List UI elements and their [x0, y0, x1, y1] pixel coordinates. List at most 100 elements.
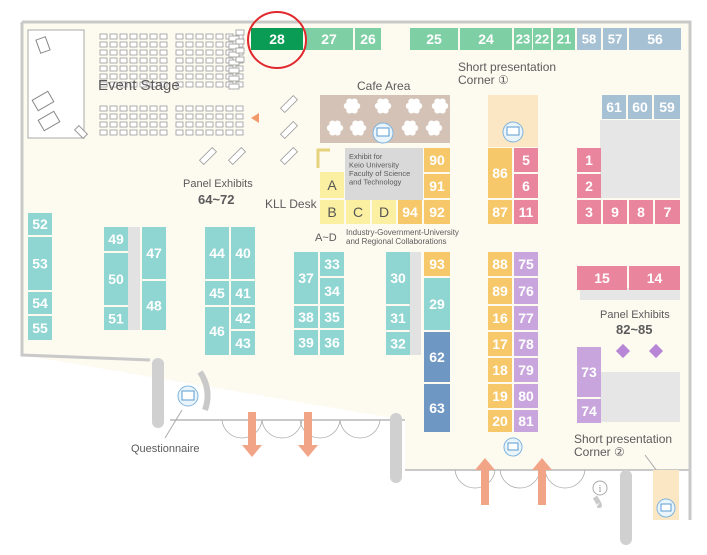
stage-seat [175, 129, 184, 136]
booth-20[interactable] [488, 410, 512, 432]
booth-11[interactable] [514, 200, 538, 224]
panel-exhibit[interactable] [279, 146, 299, 166]
booth-53[interactable] [28, 237, 52, 290]
booth-16[interactable] [488, 306, 512, 330]
booth-D-label: D [379, 204, 389, 220]
booth-B[interactable] [320, 200, 344, 224]
panel-exhibit-82[interactable] [615, 343, 631, 359]
booth-59[interactable] [654, 95, 680, 119]
booth-94[interactable] [398, 200, 422, 224]
booth-7[interactable] [655, 200, 680, 224]
booth-30[interactable] [386, 252, 410, 304]
booth-89[interactable] [488, 278, 512, 304]
panel-exhibit-83[interactable] [648, 343, 664, 359]
booth-79[interactable] [514, 358, 538, 382]
booth-43[interactable] [231, 331, 255, 355]
booth-91[interactable] [424, 174, 450, 198]
panel-exhibit[interactable] [73, 124, 89, 140]
booth-86[interactable] [488, 148, 512, 198]
stage-seat [205, 113, 214, 120]
booth-77[interactable] [514, 306, 538, 330]
booth-92[interactable] [424, 200, 450, 224]
info-icon[interactable]: i [592, 480, 608, 496]
booth-25[interactable] [410, 28, 458, 50]
booth-76[interactable] [514, 278, 538, 304]
booth-46[interactable] [205, 307, 229, 355]
panel-exhibit[interactable] [198, 146, 218, 166]
booth-22[interactable] [533, 28, 551, 50]
booth-3[interactable] [577, 200, 601, 224]
booth-36[interactable] [320, 330, 344, 355]
booth-C[interactable] [346, 200, 370, 224]
questionnaire-icon[interactable] [177, 385, 199, 407]
booth-23[interactable] [514, 28, 532, 50]
booth-45[interactable] [205, 281, 229, 305]
booth-80[interactable] [514, 384, 538, 408]
stage-seat [185, 65, 194, 72]
booth-48[interactable] [142, 281, 166, 330]
booth-39[interactable] [294, 330, 318, 355]
booth-51[interactable] [104, 307, 128, 330]
booth-5[interactable] [514, 148, 538, 172]
booth-26[interactable] [355, 28, 381, 50]
booth-28[interactable] [251, 28, 303, 50]
booth-62[interactable] [424, 332, 450, 382]
booth-61[interactable] [602, 95, 626, 119]
booth-34[interactable] [320, 278, 344, 304]
booth-33[interactable] [320, 252, 344, 276]
booth-74[interactable] [577, 399, 601, 423]
booth-54[interactable] [28, 292, 52, 314]
booth-60[interactable] [628, 95, 652, 119]
booth-63[interactable] [424, 384, 450, 432]
booth-44[interactable] [205, 227, 229, 279]
booth-87[interactable] [488, 200, 512, 224]
booth-21[interactable] [553, 28, 575, 50]
panel-exhibit[interactable] [227, 146, 247, 166]
booth-15[interactable] [577, 266, 627, 290]
booth-20-label: 20 [492, 413, 508, 429]
booth-24[interactable] [460, 28, 512, 50]
booth-93[interactable] [424, 252, 450, 276]
booth-40[interactable] [231, 227, 255, 279]
booth-75[interactable] [514, 252, 538, 276]
stage-seat [159, 65, 168, 72]
booth-32[interactable] [386, 332, 410, 355]
booth-49[interactable] [104, 227, 128, 251]
booth-1[interactable] [577, 148, 601, 172]
booth-35[interactable] [320, 306, 344, 328]
booth-9[interactable] [603, 200, 627, 224]
booth-27[interactable] [305, 28, 353, 50]
booth-73[interactable] [577, 347, 601, 397]
booth-29[interactable] [424, 278, 450, 330]
booth-50[interactable] [104, 253, 128, 305]
panel-exhibit[interactable] [279, 120, 299, 140]
booth-56[interactable] [629, 28, 681, 50]
booth-52[interactable] [28, 213, 52, 235]
booth-78[interactable] [514, 332, 538, 356]
booth-55[interactable] [28, 316, 52, 340]
panel-exhibit[interactable] [279, 94, 299, 114]
booth-6[interactable] [514, 174, 538, 198]
booth-D[interactable] [372, 200, 396, 224]
booth-38[interactable] [294, 306, 318, 328]
booth-81[interactable] [514, 410, 538, 432]
booth-41[interactable] [231, 281, 255, 305]
booth-8[interactable] [629, 200, 653, 224]
booth-57[interactable] [603, 28, 627, 50]
booth-47[interactable] [142, 227, 166, 279]
booth-19[interactable] [488, 384, 512, 408]
booth-18[interactable] [488, 358, 512, 382]
top-row-booths: 28 27 26 25 24 23 22 21 58 57 56 [251, 28, 681, 50]
stage-seat [139, 113, 148, 120]
booth-58[interactable] [577, 28, 601, 50]
booth-42[interactable] [231, 307, 255, 329]
booth-2[interactable] [577, 174, 601, 198]
booth-14[interactable] [629, 266, 680, 290]
booth-17[interactable] [488, 332, 512, 356]
booth-88[interactable] [488, 252, 512, 276]
booth-A[interactable] [320, 172, 344, 198]
stage-seat [129, 121, 138, 128]
booth-37[interactable] [294, 252, 318, 304]
booth-31[interactable] [386, 306, 410, 330]
booth-90[interactable] [424, 148, 450, 172]
